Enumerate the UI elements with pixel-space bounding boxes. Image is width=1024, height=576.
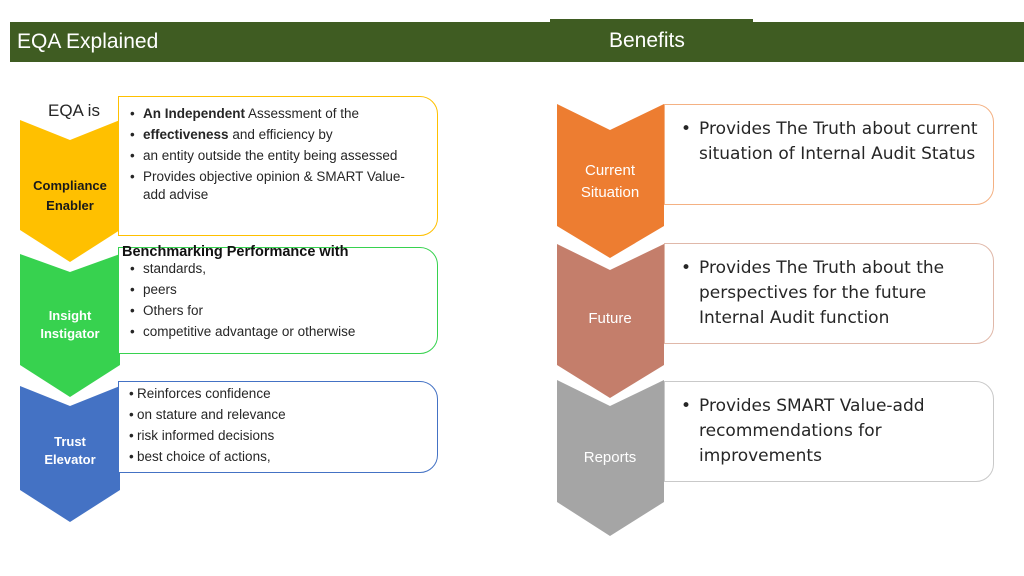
chevron-label-line: Reports <box>583 449 637 466</box>
item-text: Others for <box>143 303 204 318</box>
item-text: competitive advantage or otherwise <box>143 324 356 339</box>
chevron-reports <box>557 380 664 536</box>
header-title-left: EQA Explained <box>17 30 159 53</box>
current-situation-description-box: Provides The Truth about current situati… <box>664 104 994 205</box>
bold-text: effectiveness <box>143 127 229 142</box>
item-text: on stature and relevance <box>137 407 286 422</box>
chevron-current-situation <box>557 104 664 258</box>
list-item: Provides objective opinion & SMART Value… <box>129 168 427 204</box>
item-text: an entity outside the entity being asses… <box>143 148 398 163</box>
chevron-label-line: Situation <box>580 184 640 201</box>
list-item: Reinforces confidence <box>129 385 427 403</box>
chevron-compliance-enabler <box>20 120 120 262</box>
list-item: risk informed decisions <box>129 427 427 445</box>
chevron-future <box>557 244 664 398</box>
list-item: Provides The Truth about the perspective… <box>679 256 981 331</box>
item-text: best choice of actions, <box>137 449 271 464</box>
list-item: competitive advantage or otherwise <box>129 323 427 341</box>
list-item: an entity outside the entity being asses… <box>129 147 427 165</box>
item-text: standards, <box>143 261 207 276</box>
list-item: standards, <box>129 260 427 278</box>
chevron-label-line: Elevator <box>44 452 96 467</box>
item-text: risk informed decisions <box>137 428 275 443</box>
insight-description-box: standards, peers Others for competitive … <box>118 247 438 354</box>
header-title-right: Benefits <box>609 29 685 52</box>
item-text: Assessment of the <box>245 106 360 121</box>
item-text: Reinforces confidence <box>137 386 271 401</box>
chevron-label-insight: Insight Instigator <box>22 307 118 343</box>
chevron-label-line: Compliance <box>33 178 107 193</box>
chevron-trust-elevator <box>20 386 120 522</box>
chevron-label-trust: Trust Elevator <box>22 433 118 469</box>
chevron-label-line: Future <box>588 310 632 327</box>
item-text: Provides objective opinion & SMART Value… <box>143 169 405 202</box>
chevron-label-line: Enabler <box>46 198 94 213</box>
chevron-label-line: Trust <box>54 434 86 449</box>
list-item: An Independent Assessment of the <box>129 105 427 123</box>
benchmarking-title: Benchmarking Performance with <box>122 244 349 260</box>
bold-text: An Independent <box>143 106 245 121</box>
list-item: Provides SMART Value-add recommendations… <box>679 394 981 469</box>
chevron-label-current-situation: Current Situation <box>560 160 660 204</box>
list-item: Provides The Truth about current situati… <box>679 117 981 167</box>
eqa-is-label: EQA is <box>48 101 100 120</box>
chevron-label-line: Instigator <box>40 326 100 341</box>
reports-description-box: Provides SMART Value-add recommendations… <box>664 381 994 482</box>
chevron-insight-instigator <box>20 254 120 397</box>
list-item: on stature and relevance <box>129 406 427 424</box>
compliance-description-box: An Independent Assessment of the effecti… <box>118 96 438 236</box>
future-description-box: Provides The Truth about the perspective… <box>664 243 994 344</box>
list-item: peers <box>129 281 427 299</box>
chevron-label-reports: Reports <box>560 447 660 469</box>
header-notch <box>550 19 753 23</box>
list-item: best choice of actions, <box>129 448 427 466</box>
chevron-label-line: Current <box>584 162 636 179</box>
trust-description-box: Reinforces confidence on stature and rel… <box>118 381 438 473</box>
chevron-label-line: Insight <box>48 308 92 323</box>
chevron-label-compliance: Compliance Enabler <box>22 176 118 216</box>
chevron-label-future: Future <box>560 308 660 330</box>
header-bar <box>10 22 1024 62</box>
item-text: peers <box>143 282 177 297</box>
list-item: Others for <box>129 302 427 320</box>
list-item: effectiveness and efficiency by <box>129 126 427 144</box>
item-text: and efficiency by <box>228 127 333 142</box>
